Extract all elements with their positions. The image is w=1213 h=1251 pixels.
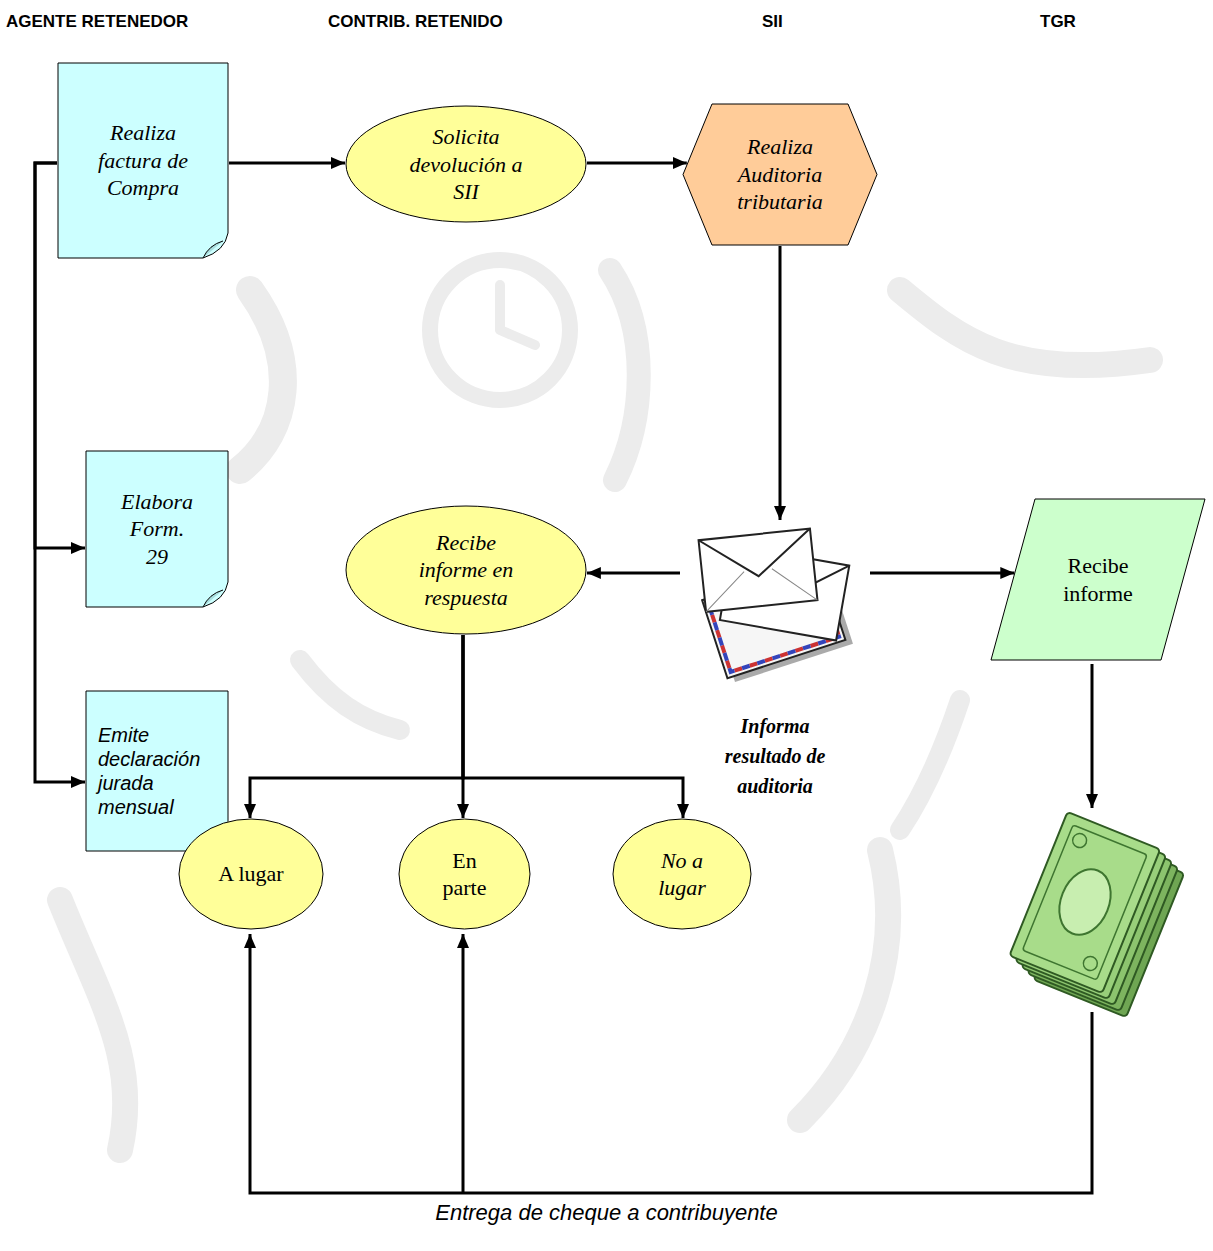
column-header: TGR bbox=[1040, 12, 1076, 32]
result-ellipse: A lugar bbox=[178, 818, 324, 930]
connector bbox=[463, 635, 683, 818]
shape-outline bbox=[398, 818, 531, 930]
shape-outline bbox=[85, 690, 229, 852]
money-icon bbox=[1009, 812, 1184, 1017]
data-parallelogram: Recibe informe bbox=[990, 498, 1206, 661]
node-text: Recibe informe bbox=[1053, 552, 1143, 607]
shape-outline bbox=[612, 818, 752, 930]
node-text: Solicita devolución a SII bbox=[406, 123, 526, 206]
result-ellipse: No a lugar bbox=[612, 818, 752, 930]
connector bbox=[587, 162, 687, 165]
column-header: SII bbox=[762, 12, 783, 32]
document-box: Realiza factura de Compra bbox=[57, 62, 229, 259]
process-ellipse: Solicita devolución a SII bbox=[345, 105, 587, 223]
shape-outline bbox=[990, 498, 1206, 661]
process-ellipse: Recibe informe en respuesta bbox=[345, 505, 587, 635]
column-header: AGENTE RETENEDOR bbox=[6, 12, 188, 32]
node-text: No a lugar bbox=[652, 847, 712, 902]
node-text: Recibe informe en respuesta bbox=[406, 529, 526, 612]
cheque-flow-lines bbox=[250, 664, 1092, 1193]
node-text: Informa resultado de auditoria bbox=[710, 711, 840, 801]
envelope-icon: Informa resultado de auditoria bbox=[680, 520, 870, 805]
connector bbox=[229, 162, 345, 165]
watermark bbox=[60, 260, 1150, 1150]
node-text: Realiza factura de Compra bbox=[88, 119, 198, 202]
caption: Entrega de cheque a contribuyente bbox=[0, 1200, 1213, 1226]
document-box: Elabora Form. 29 bbox=[85, 450, 229, 608]
node-text: En parte bbox=[435, 847, 495, 902]
result-ellipse: En parte bbox=[398, 818, 531, 930]
connector bbox=[779, 246, 782, 520]
audit-hexagon: Realiza Auditoria tributaria bbox=[682, 103, 878, 246]
connector bbox=[250, 635, 463, 818]
node-text: Emite declaración jurada mensual bbox=[98, 723, 216, 819]
node-text: Elabora Form. 29 bbox=[117, 488, 197, 571]
column-header: CONTRIB. RETENIDO bbox=[328, 12, 503, 32]
connector bbox=[870, 572, 1014, 575]
node-text: Realiza Auditoria tributaria bbox=[730, 133, 830, 216]
connector bbox=[587, 572, 680, 575]
document-box: Emite declaración jurada mensual bbox=[85, 690, 229, 852]
node-text: A lugar bbox=[218, 860, 283, 888]
